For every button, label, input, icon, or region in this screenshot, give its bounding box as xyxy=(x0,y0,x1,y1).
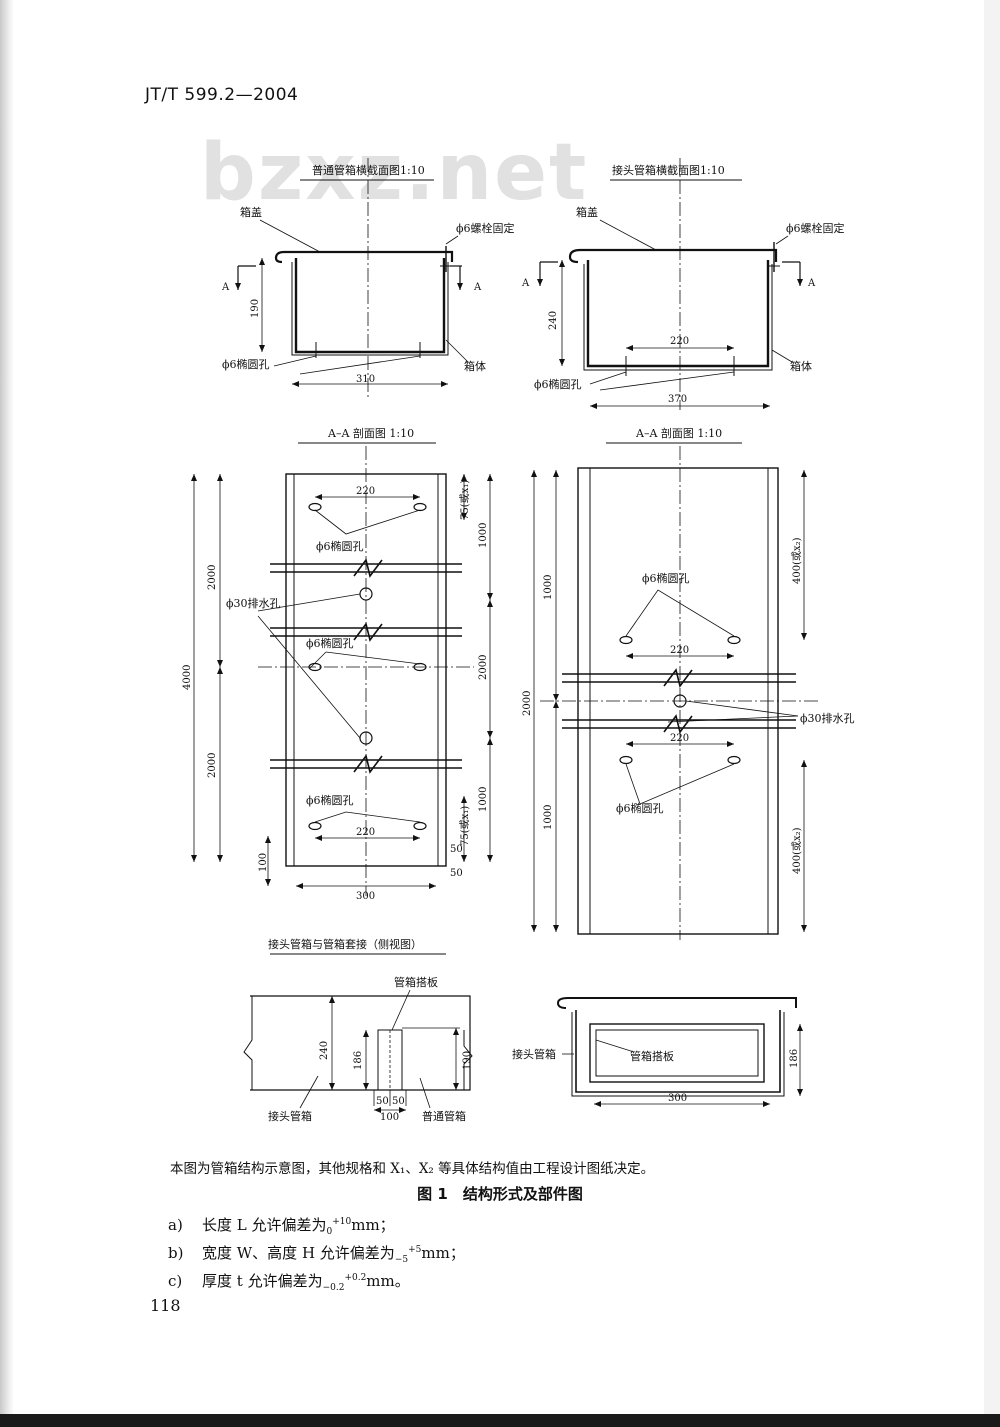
aa-right-end-offset-top: 400(或x₂) xyxy=(791,537,803,584)
aa-right-title: A–A 剖面图 1:10 xyxy=(635,426,722,440)
joint-cross-section-view: 接头管箱横截面图1:10 箱盖 ϕ6螺栓固定 A A 240 220 ϕ6椭圆孔… xyxy=(521,158,845,410)
tolerance-unit: mm。 xyxy=(366,1272,410,1290)
tolerance-label: c) xyxy=(168,1272,183,1290)
tolerance-lower: −5 xyxy=(394,1255,409,1265)
figure-caption: 图 1 结构形式及部件图 xyxy=(417,1185,583,1203)
joint-side-d50-a: 50 xyxy=(376,1096,389,1107)
joint-width-dim: 370 xyxy=(668,394,687,405)
normal-height-dim: 190 xyxy=(250,299,261,318)
joint-side-normal-box-label: 普通管箱 xyxy=(422,1109,466,1123)
aa-left-dim-100: 100 xyxy=(258,853,269,872)
normal-bolt-label: ϕ6螺栓固定 xyxy=(456,221,515,235)
tolerance-label: b) xyxy=(168,1244,184,1262)
joint-side-d50-b: 50 xyxy=(392,1096,405,1107)
normal-cross-section-view: 普通管箱横截面图1:10 箱盖 ϕ6螺栓固定 A A 190 ϕ6椭圆孔 箱体 xyxy=(221,158,515,400)
aa-right-end-offset-bottom: 400(或x₂) xyxy=(791,827,803,874)
aa-right-hole-label-bottom: ϕ6椭圆孔 xyxy=(616,801,664,815)
joint-end-h186: 186 xyxy=(789,1049,800,1068)
aa-left-drain-label: ϕ30排水孔 xyxy=(226,596,281,610)
aa-right-dim-220-top: 220 xyxy=(670,645,689,656)
scan-right-edge xyxy=(984,0,1000,1414)
joint-bolt-label: ϕ6螺栓固定 xyxy=(786,221,845,235)
aa-right-drain-label: ϕ30排水孔 xyxy=(800,711,855,725)
aa-left-dim-2000-mid: 2000 xyxy=(478,655,489,680)
tolerance-upper: +10 xyxy=(332,1217,352,1227)
joint-end-view: 接头管箱 管箱搭板 186 300 xyxy=(512,997,803,1107)
joint-side-joint-box-label: 接头管箱 xyxy=(268,1109,312,1123)
aa-left-dim-220-top: 220 xyxy=(356,486,375,497)
joint-section-title: 接头管箱横截面图1:10 xyxy=(612,163,725,177)
joint-inner-dim: 220 xyxy=(670,336,689,347)
joint-section-mark-left: A xyxy=(521,278,530,289)
tolerance-item-a: a) 长度 L 允许偏差为0+10mm； xyxy=(168,1214,395,1237)
aa-left-hole-label-mid: ϕ6椭圆孔 xyxy=(306,636,354,650)
joint-hole-label: ϕ6椭圆孔 xyxy=(534,377,582,391)
scan-left-edge xyxy=(0,0,14,1427)
joint-side-title: 接头管箱与管箱套接（侧视图） xyxy=(268,937,422,951)
normal-body-label: 箱体 xyxy=(464,359,486,373)
tolerance-item-b: b) 宽度 W、高度 H 允许偏差为−5+5mm； xyxy=(168,1242,465,1265)
tolerance-label: a) xyxy=(168,1216,183,1234)
tolerance-unit: mm； xyxy=(421,1244,465,1262)
joint-end-joint-box-label: 接头管箱 xyxy=(512,1047,556,1061)
joint-side-h186: 186 xyxy=(353,1051,364,1070)
aa-left-half-dim-bottom: 2000 xyxy=(207,753,218,778)
tolerance-lower: −0.2 xyxy=(322,1283,345,1293)
tolerance-lower: 0 xyxy=(326,1227,333,1237)
aa-left-dim-50-a: 50 xyxy=(450,844,463,855)
joint-side-view: 接头管箱与管箱套接（侧视图） 管箱搭板 240 186 190 50 50 10… xyxy=(243,937,473,1123)
joint-side-d100: 100 xyxy=(380,1112,399,1123)
joint-body-label: 箱体 xyxy=(790,359,812,373)
scan-bottom-edge xyxy=(0,1414,1000,1427)
standard-code: JT/T 599.2—2004 xyxy=(145,85,299,105)
aa-left-half-dim-top: 2000 xyxy=(207,565,218,590)
watermark: bzxz.net xyxy=(200,128,589,218)
aa-right-dim-220-bottom: 220 xyxy=(670,733,689,744)
aa-left-section-view: A–A 剖面图 1:10 220 ϕ6椭圆孔 ϕ30排水孔 ϕ6椭圆孔 xyxy=(182,426,493,902)
aa-left-hole-label-bottom: ϕ6椭圆孔 xyxy=(306,793,354,807)
joint-side-h240: 240 xyxy=(319,1041,330,1060)
aa-left-dim-220-bottom: 220 xyxy=(356,827,375,838)
aa-right-hole-label-top: ϕ6椭圆孔 xyxy=(642,571,690,585)
aa-right-dim-1000-top: 1000 xyxy=(543,575,554,600)
joint-side-h190: 190 xyxy=(462,1051,473,1070)
tolerance-upper: +0.2 xyxy=(344,1273,367,1283)
joint-lid-label: 箱盖 xyxy=(576,205,598,219)
tolerance-text: 宽度 W、高度 H 允许偏差为 xyxy=(202,1244,395,1262)
joint-side-plate-label: 管箱搭板 xyxy=(394,975,438,989)
tolerance-unit: mm； xyxy=(351,1216,395,1234)
aa-left-dim-1000-top: 1000 xyxy=(478,523,489,548)
tolerance-text: 厚度 t 允许偏差为 xyxy=(202,1272,323,1290)
normal-width-dim: 310 xyxy=(356,374,375,385)
normal-section-mark-left: A xyxy=(221,282,230,293)
aa-right-total-dim: 2000 xyxy=(522,691,533,716)
normal-hole-label: ϕ6椭圆孔 xyxy=(222,357,270,371)
aa-left-hole-label-top: ϕ6椭圆孔 xyxy=(316,539,364,553)
aa-left-dim-1000-bottom: 1000 xyxy=(478,787,489,812)
normal-lid-label: 箱盖 xyxy=(240,205,262,219)
page-number: 118 xyxy=(150,1296,181,1315)
aa-left-title: A–A 剖面图 1:10 xyxy=(327,426,414,440)
aa-right-dim-1000-bottom: 1000 xyxy=(543,805,554,830)
tolerance-upper: +5 xyxy=(408,1245,422,1255)
aa-right-section-view: A–A 剖面图 1:10 ϕ6椭圆孔 220 ϕ30排水孔 220 ϕ6椭圆孔 … xyxy=(522,426,855,940)
tolerance-item-c: c) 厚度 t 允许偏差为−0.2+0.2mm。 xyxy=(168,1270,410,1293)
normal-section-mark-right: A xyxy=(473,282,482,293)
joint-height-dim: 240 xyxy=(548,311,559,330)
aa-left-total-dim: 4000 xyxy=(182,665,193,690)
joint-end-width: 300 xyxy=(668,1093,687,1104)
tolerance-text: 长度 L 允许偏差为 xyxy=(202,1216,327,1234)
joint-end-plate-label: 管箱搭板 xyxy=(630,1049,674,1063)
drawing-note: 本图为管箱结构示意图，其他规格和 X₁、X₂ 等具体结构值由工程设计图纸决定。 xyxy=(170,1161,655,1177)
aa-left-end-offset-top: 75(或x₁) xyxy=(459,480,471,520)
aa-left-dim-50-b: 50 xyxy=(450,868,463,879)
joint-section-mark-right: A xyxy=(807,278,816,289)
aa-left-end-offset-bottom: 75(或x₁) xyxy=(459,806,471,846)
aa-left-width-dim: 300 xyxy=(356,891,375,902)
